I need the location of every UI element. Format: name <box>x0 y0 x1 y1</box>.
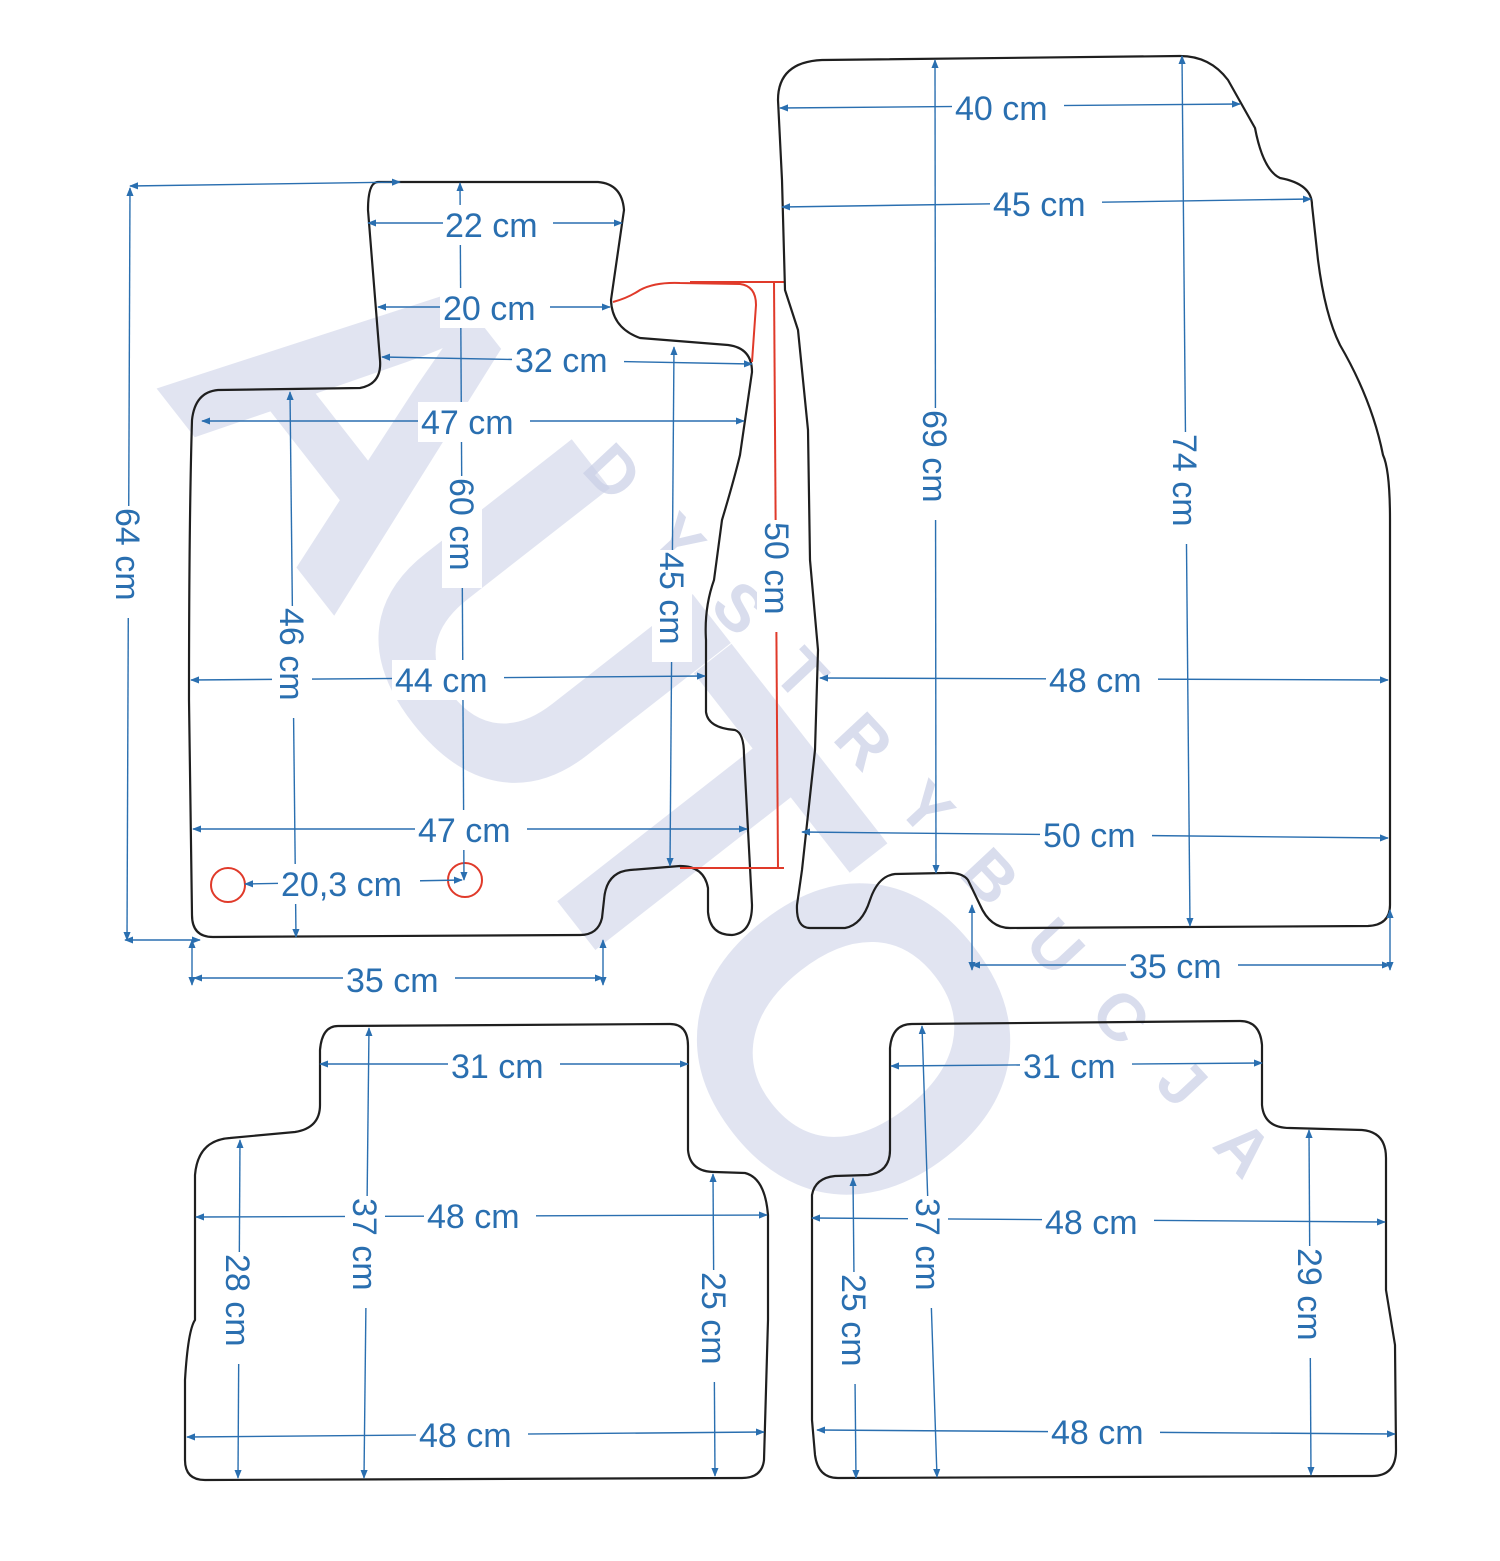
rr-height-right-label: 29 cm <box>1290 1248 1328 1341</box>
fl-width-middle-label: 44 cm <box>395 662 488 700</box>
mat-front-left-cutout-highlight <box>612 281 758 363</box>
fl-height-total-label: 64 cm <box>108 508 146 601</box>
rr-height-left-label: 25 cm <box>834 1274 872 1367</box>
mat-front-right <box>776 54 1392 930</box>
fr-middle-width-label: 48 cm <box>1049 662 1142 700</box>
fl-upper-width-label: 20 cm <box>443 290 536 328</box>
fr-height-right-label: 74 cm <box>1165 434 1203 527</box>
rr-middle-width-label: 48 cm <box>1045 1204 1138 1242</box>
watermark-brand: AUTO <box>78 141 1139 1310</box>
rl-bottom-width-label: 48 cm <box>419 1417 512 1455</box>
rl-height-left-label: 28 cm <box>218 1254 256 1347</box>
dimension-labels: 22 cm 20 cm 32 cm 47 cm 44 cm 47 cm 35 c… <box>108 88 1330 1455</box>
fl-width-lower-label: 47 cm <box>418 812 511 850</box>
fr-lower-width-label: 50 cm <box>1043 817 1136 855</box>
fl-hole-spacing-label: 20,3 cm <box>281 866 402 904</box>
mat-rear-right <box>810 1019 1398 1480</box>
fr-bottom-width-label: 35 cm <box>1129 948 1222 986</box>
rl-top-width-label: 31 cm <box>451 1048 544 1086</box>
fl-height-cutout-label: 50 cm <box>757 522 795 615</box>
rl-height-right-label: 25 cm <box>694 1272 732 1365</box>
fl-height-left-label: 46 cm <box>272 608 310 701</box>
rl-middle-width-label: 48 cm <box>427 1198 520 1236</box>
fl-height-right-label: 45 cm <box>652 552 690 645</box>
mat-front-right-outline <box>776 54 1392 930</box>
fr-top-width-label: 40 cm <box>955 90 1048 128</box>
rr-bottom-width-label: 48 cm <box>1051 1414 1144 1452</box>
fl-top-width-label: 22 cm <box>445 207 538 245</box>
fr-upper-width-label: 45 cm <box>993 186 1086 224</box>
fl-bottom-width-label: 35 cm <box>346 962 439 1000</box>
rl-height-center-label: 37 cm <box>345 1198 383 1291</box>
rr-height-center-label: 37 cm <box>908 1198 946 1291</box>
rr-top-width-label: 31 cm <box>1023 1048 1116 1086</box>
fl-height-center-label: 60 cm <box>442 478 480 571</box>
mat-front-left-outline <box>187 180 754 939</box>
mat-rear-right-outline <box>810 1019 1398 1480</box>
mat-rear-left <box>183 1022 770 1482</box>
fr-height-left-label: 69 cm <box>915 410 953 503</box>
fl-width-upper-label: 47 cm <box>421 404 514 442</box>
mounting-hole-left <box>210 867 246 903</box>
mat-rear-left-outline <box>183 1022 770 1482</box>
fl-mid-width-label: 32 cm <box>515 342 608 380</box>
